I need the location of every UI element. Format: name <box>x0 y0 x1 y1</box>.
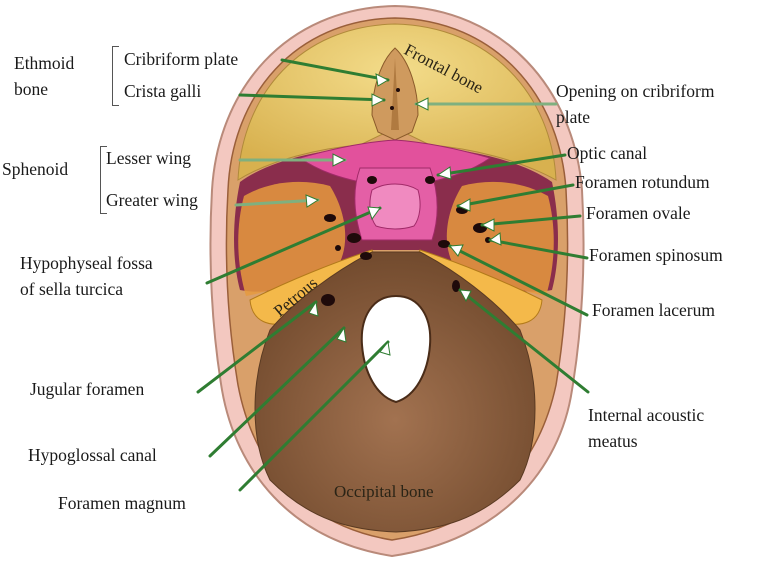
crista-galli-ridge <box>391 58 399 130</box>
leader-arrowheads <box>305 73 502 356</box>
opening-on-cribriform-plate-label: Opening on cribriform plate <box>556 81 715 127</box>
greater-wing-label: Greater wing <box>106 190 198 210</box>
cribriform-plate-label: Cribriform plate <box>124 49 239 69</box>
foramen-rotundum-label: Foramen rotundum <box>575 172 710 192</box>
sphenoid-label: Sphenoid <box>2 159 69 179</box>
foramen-magnum-opening <box>360 294 432 404</box>
internal-acoustic-meatus-label: Internal acoustic meatus <box>588 405 705 451</box>
hypoglossal-canal-label: Hypoglossal canal <box>28 445 157 465</box>
jugular-foramen-label: Jugular foramen <box>30 379 145 399</box>
lesser-wing-label: Lesser wing <box>106 148 192 168</box>
leader-lines <box>196 58 590 492</box>
ethmoid-bracket <box>112 46 119 106</box>
optic-canal-label: Optic canal <box>567 143 648 163</box>
foramen-lacerum-label: Foramen lacerum <box>592 300 715 320</box>
crista-galli-label: Crista galli <box>124 81 202 101</box>
foramen-magnum-label: Foramen magnum <box>58 493 186 513</box>
sphenoid-bracket <box>100 146 107 214</box>
foramina-group <box>321 88 491 335</box>
greater-wing-left <box>238 181 346 296</box>
sella-turcica <box>369 183 421 230</box>
foramen-spinosum-label: Foramen spinosum <box>589 245 723 265</box>
hypophyseal-fossa-label: Hypophyseal fossa of sella turcica <box>20 253 153 299</box>
occipital-bone-label: Occipital bone <box>334 482 434 501</box>
foramen-ovale-label: Foramen ovale <box>586 203 691 223</box>
ethmoid-bone-label: Ethmoid bone <box>14 53 75 99</box>
